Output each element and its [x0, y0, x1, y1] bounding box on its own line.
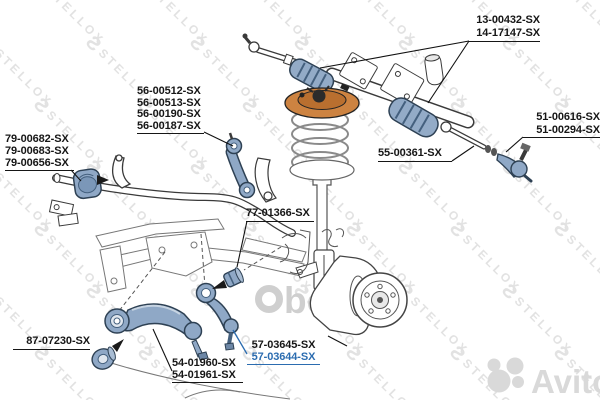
lower-control-arm-part — [104, 303, 209, 361]
left-tie-rod-drawing — [242, 33, 299, 66]
knuckle-drawing — [279, 228, 408, 336]
tie-rod-end-part — [496, 142, 533, 183]
assembly-dashed-lines — [118, 233, 282, 312]
stabilizer-bushing-part — [72, 168, 109, 200]
assembly-arrow-up-right — [112, 339, 124, 352]
label-stabilizer-bushing: 79-00682-SX 79-00683-SX 79-00656-SX — [5, 133, 74, 171]
label-control-arm-bushing: 77-01366-SX — [246, 207, 314, 222]
inner-tie-rod-part — [440, 121, 497, 156]
part-number-link[interactable]: 57-03644-SX — [247, 351, 320, 365]
small-hardware-drawing — [279, 228, 345, 275]
leader-lines — [70, 40, 524, 372]
strut-drawing — [284, 83, 360, 253]
control-arm-bushing-part — [212, 267, 244, 289]
label-stabilizer-link: 56-00512-SX 56-00513-SX 56-00190-SX 56-0… — [137, 85, 204, 134]
avito-watermark-text: Avito — [531, 363, 600, 400]
link-bracket-drawing — [254, 157, 277, 203]
label-curved-control-arm: 57-03645-SX 57-03644-SX — [247, 339, 320, 365]
curved-control-arm-part — [195, 282, 239, 351]
steering-rack-drawing — [242, 33, 533, 183]
label-lower-control-arm: 54-01960-SX 54-01961-SX — [172, 357, 243, 383]
stabilizer-link-part — [225, 132, 256, 199]
subframe-drawing — [95, 218, 307, 400]
highlighted-leader-line — [232, 329, 248, 355]
strut-mount-part — [284, 83, 360, 119]
front-arm-bushing-part — [91, 339, 124, 370]
label-inner-tie-rod: 55-00361-SX — [378, 147, 452, 162]
assembly-arrow-right — [97, 175, 109, 185]
stabilizer-bar-drawing — [48, 173, 296, 237]
label-front-arm-bushing: 87-07230-SX — [13, 335, 90, 350]
assembly-arrow-down-left — [212, 280, 227, 289]
stabilizer-bracket-drawing — [111, 154, 132, 189]
label-tie-rod-end: 51-00616-SX 51-00294-SX — [523, 111, 600, 138]
wheel-hub-drawing — [352, 272, 408, 328]
left-boot-part — [289, 58, 335, 93]
right-boot-part — [388, 97, 439, 138]
label-steering-rack-boots: 13-00432-SX 14-17147-SX — [468, 14, 540, 42]
avito-watermark: Avito — [487, 357, 600, 400]
